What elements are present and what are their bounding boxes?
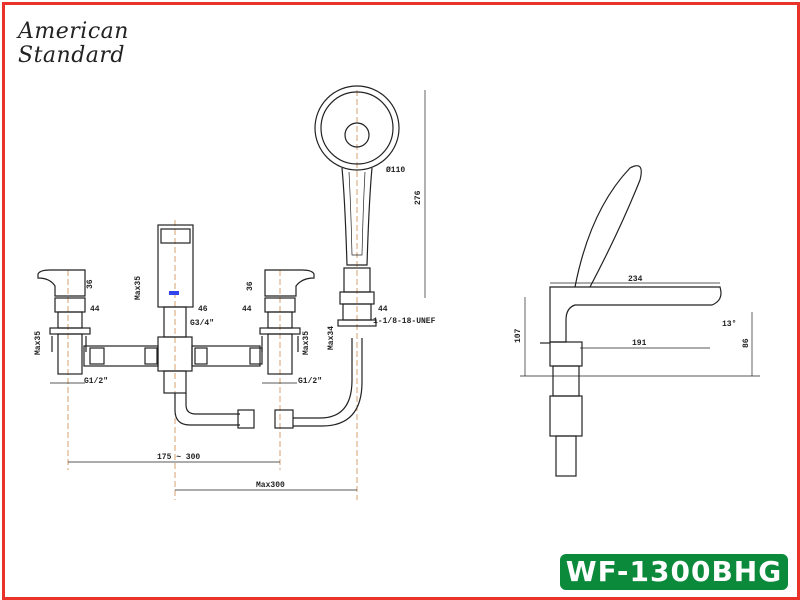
dim-shower-diameter: Ø110: [386, 166, 405, 175]
dim-hose-max34: Max34: [327, 326, 336, 350]
dim-shower-length: 276: [414, 190, 423, 205]
dim-spout-thread: G3/4": [190, 319, 214, 328]
right-handle-valve: [259, 269, 315, 375]
dim-handle-square-left: 44: [90, 305, 100, 314]
manifold-pipe: [83, 345, 294, 429]
dimension-lines: [50, 90, 760, 491]
dim-side-height: 107: [514, 328, 523, 343]
dim-spout-square: 46: [198, 305, 208, 314]
dim-side-clearance: 86: [742, 338, 751, 348]
left-handle-valve: [37, 269, 91, 375]
hand-shower: [314, 85, 400, 266]
dim-handle-height-right: 36: [246, 281, 255, 291]
model-badge: WF-1300BHG: [560, 554, 788, 590]
brand-logo: American Standard: [18, 20, 129, 68]
side-view-faucet: [540, 165, 722, 477]
dim-side-length: 234: [628, 275, 643, 284]
dim-handle-height-left: 36: [86, 279, 95, 289]
shower-hose: [293, 267, 377, 427]
dim-side-reach: 191: [632, 339, 647, 348]
dim-max35-left: Max35: [34, 331, 43, 355]
dim-spacing: 175 ~ 300: [157, 453, 200, 462]
dim-side-angle: 13°: [722, 320, 736, 329]
dim-inlet-right: G1/2": [298, 377, 322, 386]
dim-inlet-left: G1/2": [84, 377, 108, 386]
spout-body: [157, 224, 194, 394]
dim-hose-max: Max300: [256, 481, 285, 490]
dim-spout-max35: Max35: [134, 276, 143, 300]
dim-max35-right: Max35: [302, 331, 311, 355]
dim-hose-thread: 1-1/8-18-UNEF: [373, 317, 436, 326]
brand-line2: Standard: [18, 43, 125, 68]
brand-line1: American: [18, 19, 129, 44]
dim-hose-square: 44: [378, 305, 388, 314]
dim-handle-square-right: 44: [242, 305, 252, 314]
